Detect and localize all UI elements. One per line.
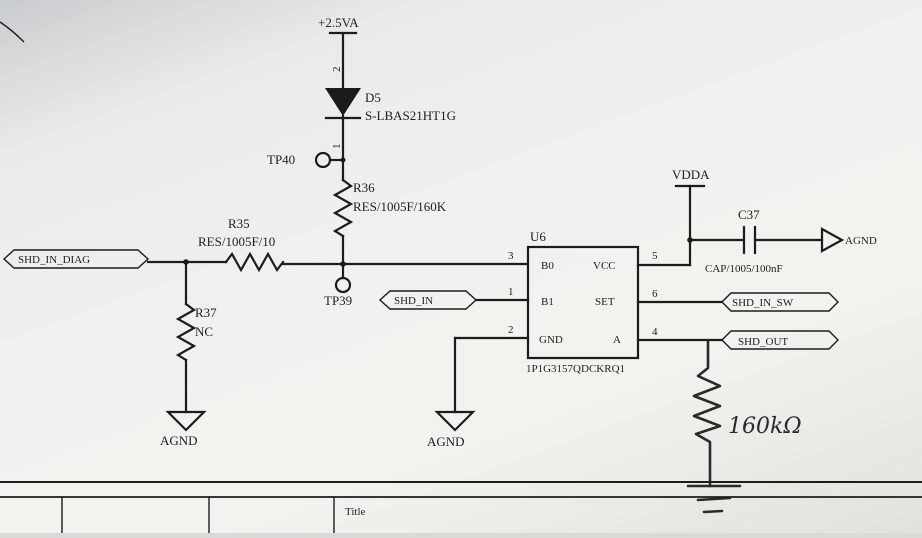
- supply-2v5va: +2.5VA: [318, 15, 359, 90]
- tp39-label: TP39: [324, 293, 352, 308]
- r35-ref: R35: [228, 216, 250, 231]
- port-shd-out: SHD_OUT: [636, 330, 839, 350]
- pin-b1-name: B1: [541, 296, 554, 308]
- r35-value: RES/1005F/10: [198, 234, 275, 249]
- pin-gnd-num: 2: [508, 324, 514, 336]
- tp40-label: TP40: [267, 152, 295, 167]
- pin-b1-num: 1: [508, 286, 514, 298]
- port-shd-in-sw: SHD_IN_SW: [636, 292, 839, 312]
- diode-ref: D5: [365, 90, 381, 105]
- agnd-cap-label: AGND: [845, 235, 877, 247]
- resistor-r37: R37 NC: [175, 260, 217, 414]
- pin-gnd-name: GND: [539, 334, 563, 346]
- vdda-label: VDDA: [672, 167, 710, 182]
- shd-in-label: SHD_IN: [394, 295, 433, 307]
- diode-part: S-LBAS21HT1G: [365, 108, 456, 123]
- ground-left-label: AGND: [160, 433, 198, 448]
- pin-b0-num: 3: [508, 250, 514, 262]
- pin-a-num: 4: [652, 326, 658, 338]
- pin-vcc-num: 5: [652, 250, 658, 262]
- r36-value: RES/1005F/160K: [353, 199, 447, 214]
- diode-d5: 2 1 D5 S-LBAS21HT1G: [324, 67, 456, 182]
- title-label: Title: [345, 506, 366, 518]
- r36-ref: R36: [353, 180, 375, 195]
- pin-b0-name: B0: [541, 260, 554, 272]
- c37-value: CAP/1005/100nF: [705, 263, 783, 275]
- u6-part: 1P1G3157QDCKRQ1: [526, 363, 625, 375]
- stray-mark: [0, 21, 25, 43]
- pin-vcc-name: VCC: [593, 260, 616, 272]
- resistor-r35: R35 RES/1005F/10: [198, 216, 530, 273]
- pin-sel-name: SET: [595, 296, 615, 308]
- r37-ref: R37: [195, 305, 217, 320]
- testpoint-tp39: TP39: [324, 261, 352, 308]
- testpoint-tp40: TP40: [267, 151, 346, 169]
- handwritten-value: 160kΩ: [728, 414, 802, 439]
- shd-in-sw-label: SHD_IN_SW: [732, 297, 794, 309]
- ground-mid-label: AGND: [427, 434, 465, 449]
- ground-agnd-left: AGND: [160, 410, 207, 448]
- supply-label: +2.5VA: [318, 15, 359, 30]
- shd-in-diag-label: SHD_IN_DIAG: [18, 254, 90, 266]
- u6-ref: U6: [530, 229, 546, 244]
- c37-ref: C37: [738, 207, 760, 222]
- ic-u6: U6 1P1G3157QDCKRQ1 B0 B1 GND VCC SET A 3…: [508, 229, 658, 375]
- resistor-r36: R36 RES/1005F/160K: [332, 178, 447, 266]
- shd-out-label: SHD_OUT: [738, 336, 788, 348]
- ground-agnd-mid: AGND: [427, 336, 530, 449]
- pin-a-name: A: [613, 334, 621, 346]
- r37-value: NC: [195, 324, 213, 339]
- diode-pin-bottom: 1: [331, 144, 343, 150]
- port-shd-in: SHD_IN: [378, 290, 530, 310]
- title-block: Title: [0, 481, 922, 533]
- diode-pin-top: 2: [331, 67, 343, 73]
- capacitor-c37: C37 CAP/1005/100nF AGND: [688, 207, 877, 275]
- net-vdda: VDDA: [636, 167, 710, 267]
- pin-sel-num: 6: [652, 288, 658, 300]
- port-shd-in-diag: SHD_IN_DIAG: [2, 249, 150, 269]
- handdrawn-resistor: 160kΩ: [686, 338, 802, 514]
